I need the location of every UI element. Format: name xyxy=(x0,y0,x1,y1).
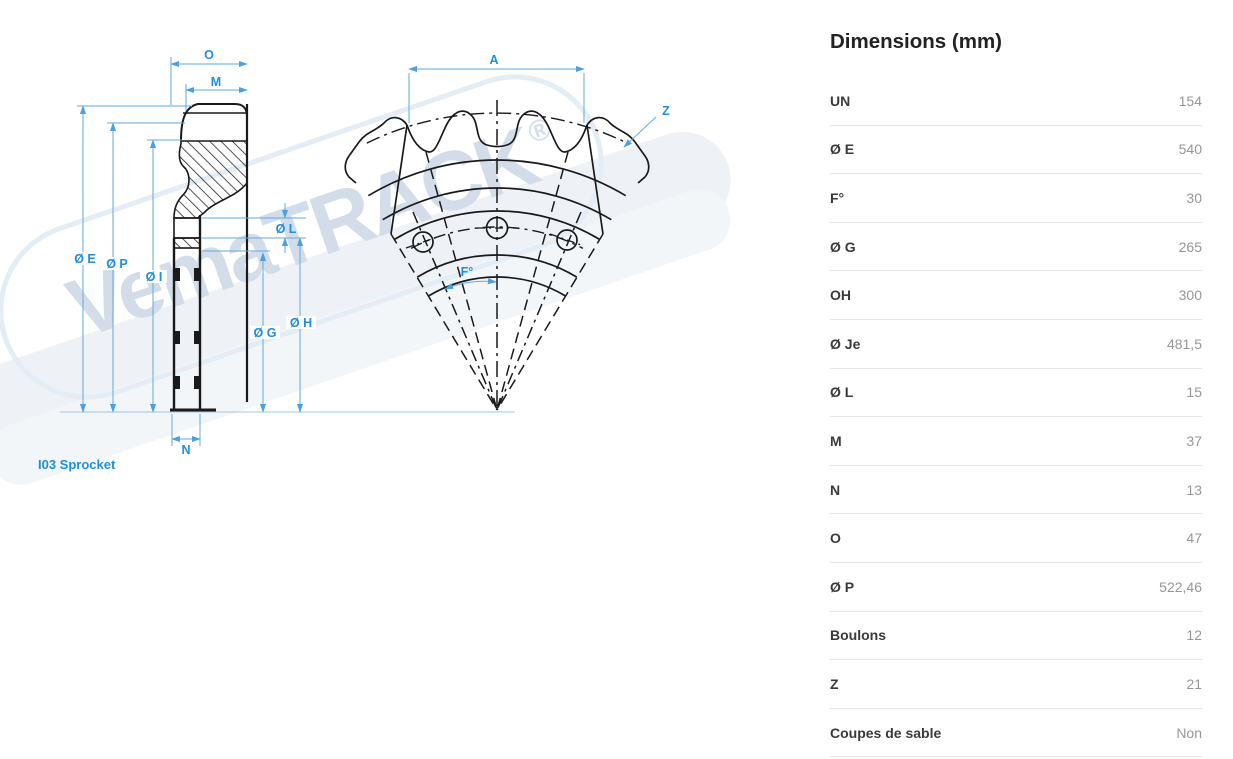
section-view xyxy=(170,103,249,412)
dim-label-g: Ø G xyxy=(254,326,277,340)
table-row: UN 154 xyxy=(830,77,1202,126)
table-row: Coupes de sable Non xyxy=(830,709,1202,758)
bolt-hole-right-crosshair xyxy=(549,233,585,247)
table-row: OH 300 xyxy=(830,271,1202,320)
table-row: O 47 xyxy=(830,514,1202,563)
dim-label-h: Ø H xyxy=(290,316,312,330)
dimension-value: 21 xyxy=(1186,675,1202,692)
dimension-value: Non xyxy=(1176,724,1202,741)
dim-label-f: F° xyxy=(461,265,474,279)
dim-label-e: Ø E xyxy=(74,252,96,266)
web-notches xyxy=(174,268,200,389)
dimension-value: 15 xyxy=(1186,384,1202,401)
section-dimension-labels: O M Ø E Ø P Ø I Ø L Ø G Ø H N xyxy=(71,48,316,457)
partial-tooth-left xyxy=(344,116,408,184)
radial-right-17 xyxy=(496,151,569,411)
dim-label-p: Ø P xyxy=(106,257,128,271)
dimension-value: 300 xyxy=(1178,287,1202,304)
technical-drawing: VemaTRACK® xyxy=(0,48,744,494)
dimension-label: UN xyxy=(830,92,851,109)
dimension-value: 30 xyxy=(1186,189,1202,206)
dimension-label: Ø E xyxy=(830,141,855,158)
dimension-value: 47 xyxy=(1186,530,1202,547)
table-row: Boulons 12 xyxy=(830,612,1202,661)
sector-edge-left xyxy=(390,233,498,411)
bolt-circle-arc xyxy=(410,226,584,250)
dimension-value: 12 xyxy=(1186,627,1202,644)
dimension-value: 154 xyxy=(1178,92,1202,109)
partial-tooth-right xyxy=(586,116,650,184)
dimension-label: Ø L xyxy=(830,384,854,401)
bolt-hole-left xyxy=(412,231,434,253)
dim-label-o: O xyxy=(204,48,214,62)
dim-label-l: Ø L xyxy=(276,222,297,236)
table-row: Ø P 522,46 xyxy=(830,563,1202,612)
hub-hatch-band xyxy=(173,237,201,249)
dimension-label: M xyxy=(830,432,842,449)
dimension-label: F° xyxy=(830,189,845,206)
band-arc-2 xyxy=(394,210,600,241)
dimension-value: 481,5 xyxy=(1166,335,1202,352)
dim-label-m: M xyxy=(211,75,221,89)
segment-view xyxy=(344,100,650,411)
dimension-label: OH xyxy=(830,287,851,304)
dimension-value: 37 xyxy=(1186,432,1202,449)
dimension-label: Boulons xyxy=(830,627,886,644)
tooth-cap-outline xyxy=(180,103,248,142)
panel-title: Dimensions (mm) xyxy=(830,30,1002,53)
dimension-value: 13 xyxy=(1186,481,1202,498)
z-leader-line xyxy=(623,116,657,148)
dim-label-z: Z xyxy=(662,104,670,118)
table-row: Ø G 265 xyxy=(830,223,1202,272)
table-row: F° 30 xyxy=(830,174,1202,223)
bolt-hole-window xyxy=(173,217,201,239)
table-row: Ø L 15 xyxy=(830,369,1202,418)
drawing-caption: I03 Sprocket xyxy=(38,457,116,472)
dim-label-a: A xyxy=(489,53,498,67)
dimension-label: Ø Je xyxy=(830,335,861,352)
radial-left-bolt xyxy=(412,211,498,411)
section-dimensions xyxy=(77,57,306,446)
sprocket-diagram: O M Ø E Ø P Ø I Ø L Ø G Ø H N xyxy=(38,48,671,472)
segment-dimension-labels: A Z F° xyxy=(461,53,671,279)
dimension-value: 522,46 xyxy=(1159,578,1202,595)
radial-left-17 xyxy=(425,151,498,411)
table-row: Ø Je 481,5 xyxy=(830,320,1202,369)
radial-right-bolt xyxy=(496,211,582,411)
f-angle-arc xyxy=(444,278,497,290)
bolt-hole-left-crosshair xyxy=(405,235,441,249)
dim-label-n: N xyxy=(181,443,190,457)
dimension-value: 265 xyxy=(1178,238,1202,255)
dimension-value: 540 xyxy=(1178,141,1202,158)
sector-edge-right xyxy=(496,233,604,411)
table-row: N 13 xyxy=(830,466,1202,515)
tip-circle-arc xyxy=(366,112,628,144)
table-row: Ø E 540 xyxy=(830,126,1202,175)
dimension-label: N xyxy=(830,481,841,498)
dimension-label: Ø P xyxy=(830,578,855,595)
dimension-label: O xyxy=(830,530,841,547)
dimension-label: Z xyxy=(830,675,839,692)
table-row: M 37 xyxy=(830,417,1202,466)
dimension-label: Coupes de sable xyxy=(830,724,942,741)
segment-dimensions xyxy=(408,65,657,290)
dimensions-table: UN 154 Ø E 540 F° 30 Ø G 265 xyxy=(830,77,1202,758)
table-row: Z 21 xyxy=(830,660,1202,709)
rim-hatch xyxy=(173,140,248,219)
dimension-label: Ø G xyxy=(830,238,856,255)
tooth-profile xyxy=(406,110,588,153)
bolt-hole-right xyxy=(556,229,578,251)
dim-label-i: Ø I xyxy=(146,270,163,284)
